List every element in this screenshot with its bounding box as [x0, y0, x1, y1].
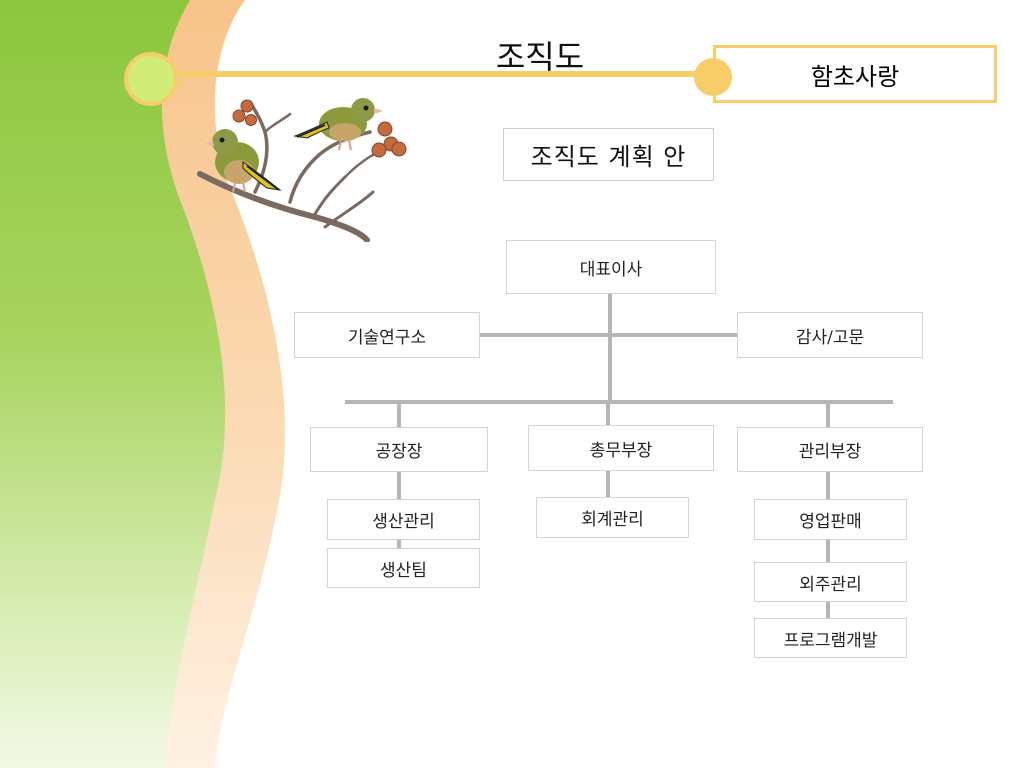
header-line	[170, 71, 715, 77]
header-circle-left	[124, 52, 178, 106]
node-accounting: 회계관리	[536, 497, 689, 538]
node-audit-advisor: 감사/고문	[737, 312, 923, 358]
brand-label: 함초사랑	[713, 45, 997, 103]
node-general-affairs: 총무부장	[528, 425, 714, 471]
plan-title-box: 조직도 계획 안	[503, 128, 714, 181]
header-circle-right	[694, 58, 732, 96]
node-admin-head: 관리부장	[737, 427, 923, 472]
node-program-development: 프로그램개발	[754, 618, 907, 658]
birds-on-branch-illustration	[197, 98, 407, 242]
node-sales: 영업판매	[754, 499, 907, 540]
node-research-lab: 기술연구소	[294, 312, 480, 358]
slide-title: 조직도	[495, 38, 585, 76]
node-production-team: 생산팀	[327, 548, 480, 588]
node-factory-head: 공장장	[310, 427, 488, 472]
node-outsourcing: 외주관리	[754, 562, 907, 602]
node-ceo: 대표이사	[506, 240, 716, 294]
node-production-management: 생산관리	[327, 499, 480, 540]
